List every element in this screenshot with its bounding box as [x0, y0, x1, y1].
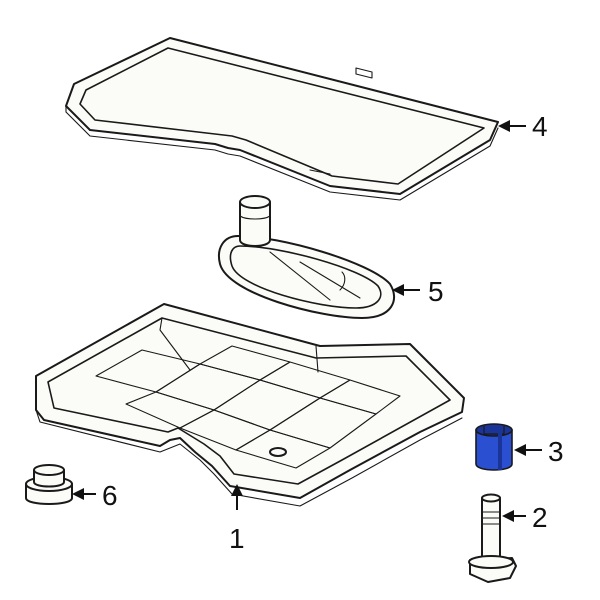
callout-arrow-1	[231, 484, 243, 510]
part-bolt[interactable]	[468, 493, 517, 583]
callout-arrow-4	[498, 120, 526, 132]
callout-label-3: 3	[548, 436, 564, 467]
callout-label-2: 2	[532, 502, 548, 533]
part-filter[interactable]	[218, 195, 395, 319]
part-oil-pan[interactable]	[35, 303, 465, 507]
callout-label-6: 6	[102, 480, 118, 511]
callout-arrow-5	[392, 284, 420, 296]
callout-label-1: 1	[229, 523, 245, 554]
callout-arrow-2	[502, 510, 526, 522]
part-drain-plug[interactable]	[25, 464, 73, 505]
callout-arrow-3	[514, 444, 542, 456]
callout-arrow-6	[72, 488, 96, 500]
callout-label-5: 5	[428, 276, 444, 307]
part-sleeve-highlighted[interactable]	[475, 423, 513, 471]
part-gasket[interactable]	[65, 37, 499, 201]
callout-label-4: 4	[532, 111, 548, 142]
